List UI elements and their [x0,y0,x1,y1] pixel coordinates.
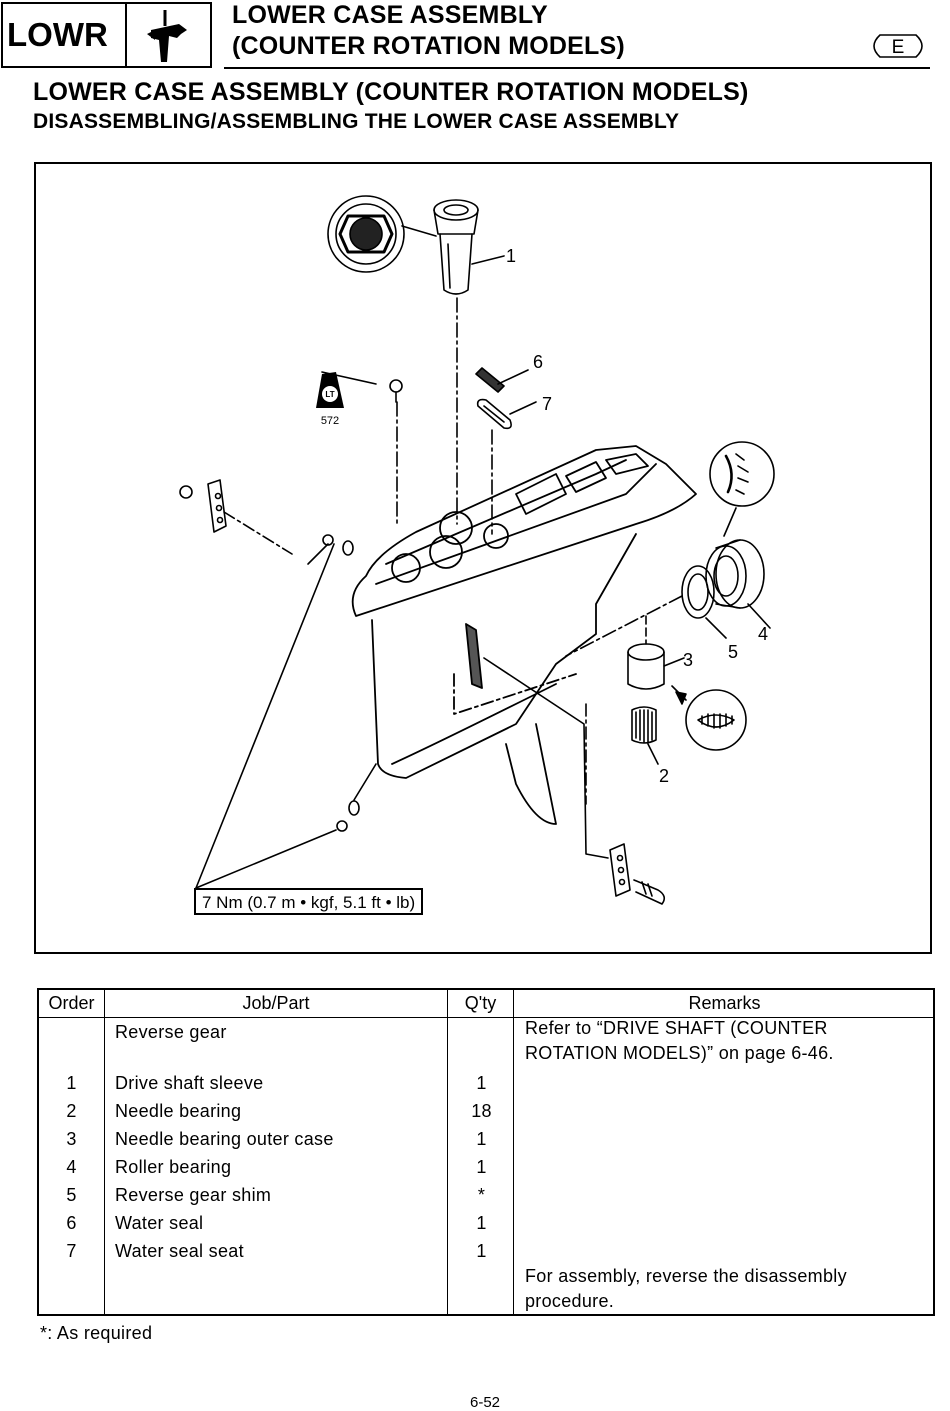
row-qty: 1 [476,1213,487,1233]
row-qty: 1 [476,1129,487,1149]
callout-7: 7 [542,394,552,414]
row-order: 2 [66,1101,77,1121]
row-part: Water seal seat [115,1241,244,1261]
row-qty: 18 [471,1101,492,1121]
torque-spec: 7 Nm (0.7 m • kgf, 5.1 ft • lb) [194,888,424,915]
needle-bearing-outer-case-drawing [627,615,685,690]
water-seal-seat-drawing [476,398,537,430]
needle-bearing-drawing [585,703,659,805]
row-qty: 1 [476,1157,487,1177]
row-part: Drive shaft sleeve [115,1073,264,1093]
lower-unit-icon [147,10,187,62]
diagram-illustration: LT 572 1 6 7 4 5 3 2 [179,195,775,905]
callout-2: 2 [659,766,669,786]
page-number: 6-52 [470,1394,501,1411]
bearing-detail-magnifier [709,441,775,537]
header-rule [224,67,930,69]
row-part: Needle bearing [115,1101,242,1121]
sealant-weight-icon: LT 572 [316,372,344,427]
callout-6: 6 [533,352,543,372]
row-order: 5 [66,1185,77,1205]
sealant-code: 572 [321,415,339,427]
column-divider [513,990,514,1314]
footnote: *: As required [40,1323,153,1343]
closing-remark: For assembly, reverse the disassembly pr… [525,1266,847,1311]
row-part: Needle bearing outer case [115,1129,334,1149]
drive-shaft-sleeve-drawing [433,199,505,295]
header-divider [39,1017,933,1018]
row-part: Reverse gear [115,1022,227,1042]
row-qty: 1 [476,1241,487,1261]
sealant-badge-label: LT [325,390,334,399]
row-remarks: Refer to “DRIVE SHAFT (COUNTER ROTATION … [525,1018,834,1063]
needle-detail-magnifier [671,685,747,751]
column-divider [447,990,448,1314]
header-title-line2: (COUNTER ROTATION MODELS) [232,32,625,60]
right-anode-drawing [483,657,666,905]
header-qty: Q'ty [464,993,497,1013]
row-order: 3 [66,1129,77,1149]
section-code: LOWR [3,4,127,66]
callout-4: 4 [758,624,768,644]
roller-bearing-drawing [705,539,771,629]
row-part: Reverse gear shim [115,1185,272,1205]
callout-1: 1 [506,246,516,266]
exploded-diagram: LT 572 1 6 7 4 5 3 2 7 Nm (0.7 m • kgf, … [34,162,932,954]
row-part: Water seal [115,1213,204,1233]
language-badge: E [873,34,923,58]
row-order: 7 [66,1241,77,1261]
row-order: 6 [66,1213,77,1233]
column-divider [104,990,105,1314]
row-qty: 1 [476,1073,487,1093]
header-order: Order [48,993,95,1013]
water-seal-drawing [475,367,529,393]
section-tab: LOWR [1,2,212,68]
row-part: Roller bearing [115,1157,232,1177]
header-title: LOWER CASE ASSEMBLY (COUNTER ROTATION MO… [232,0,625,62]
header-job-part: Job/Part [242,993,310,1013]
header-remarks: Remarks [688,993,761,1013]
page-title: LOWER CASE ASSEMBLY (COUNTER ROTATION MO… [33,78,749,106]
row-qty: * [477,1185,486,1205]
left-anode-drawing [179,479,293,555]
row-order: 4 [66,1157,77,1177]
page-subtitle: DISASSEMBLING/ASSEMBLING THE LOWER CASE … [33,110,680,133]
callout-3: 3 [683,650,693,670]
row-order: 1 [66,1073,77,1093]
lower-case-housing-drawing [351,445,697,825]
callout-5: 5 [728,642,738,662]
header-title-line1: LOWER CASE ASSEMBLY [232,1,548,29]
parts-table: Order Job/Part Q'ty Remarks Reverse gear… [37,988,935,1316]
reverse-gear-shim-drawing [565,565,727,657]
language-badge-label: E [892,37,905,58]
sleeve-detail-magnifier [327,195,437,273]
